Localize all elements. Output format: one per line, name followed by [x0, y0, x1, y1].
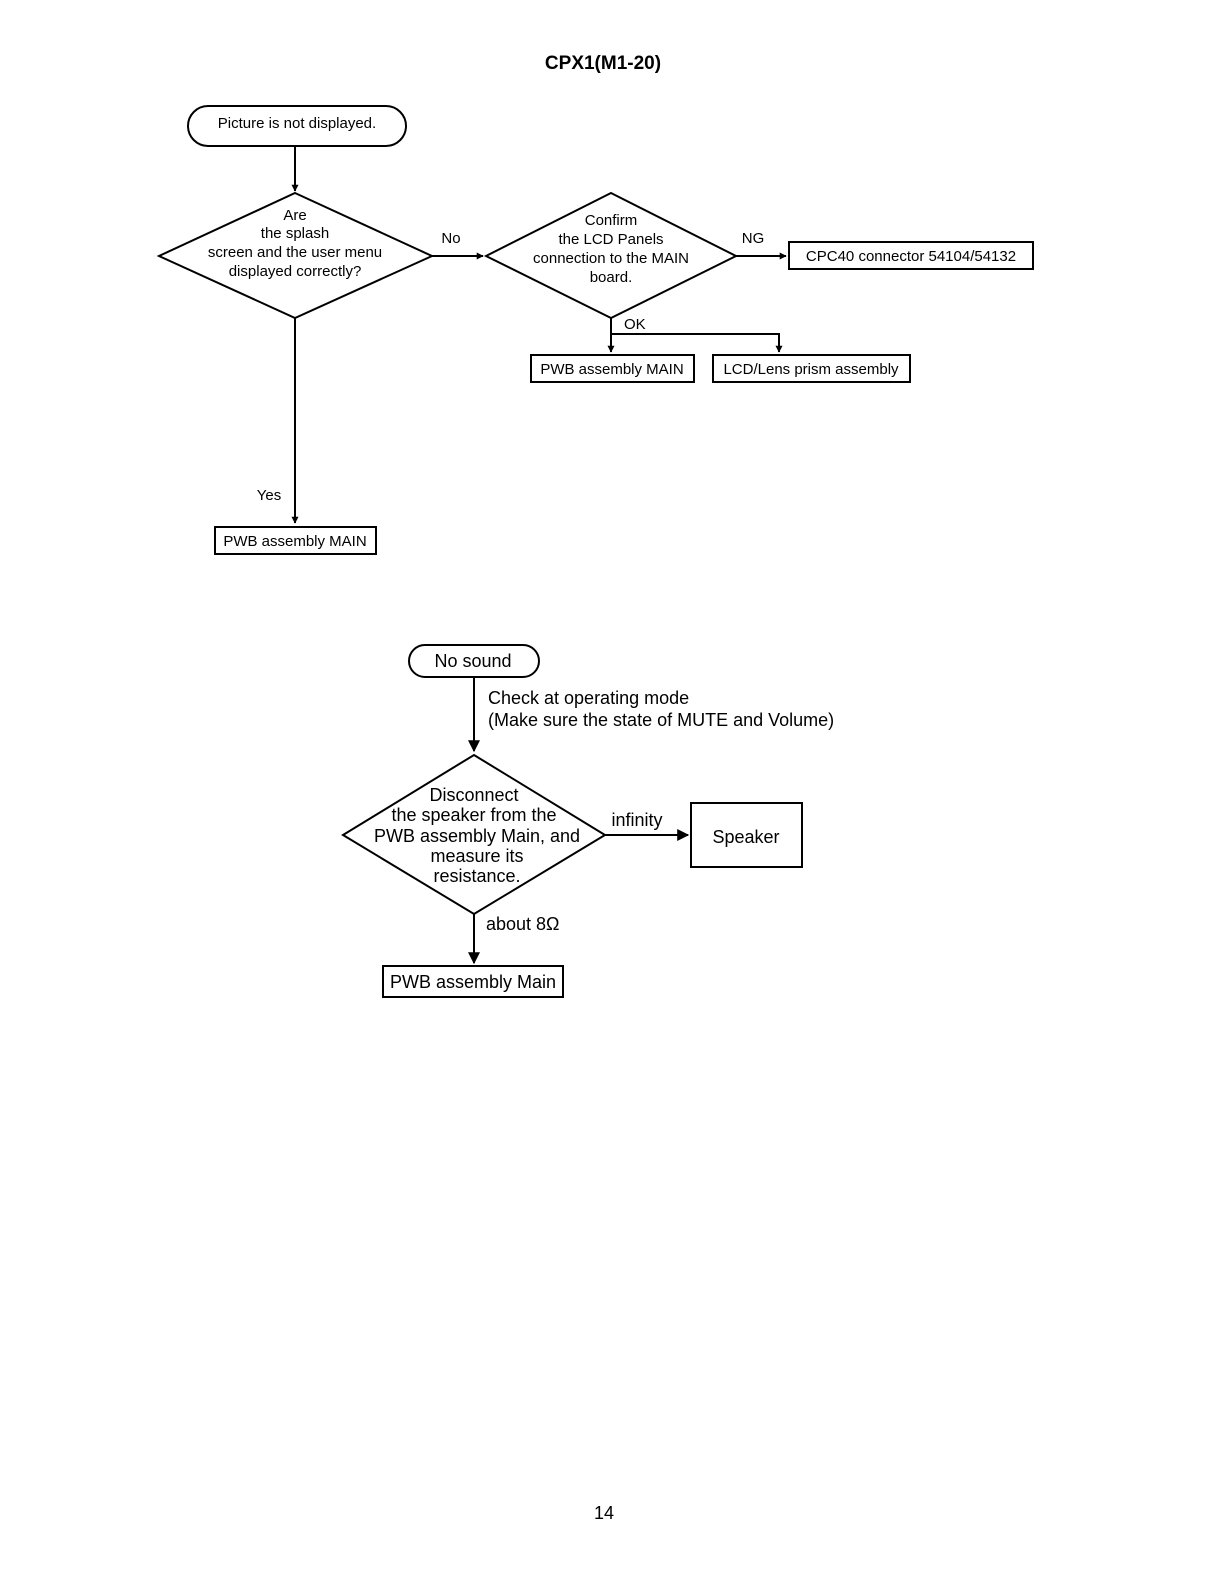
box-pwb-main-ok-label: PWB assembly MAIN [540, 361, 683, 378]
note-line-2: (Make sure the state of MUTE and Volume) [488, 710, 834, 730]
box-speaker: Speaker [690, 802, 803, 868]
label-about-8-ohm: about 8Ω [486, 914, 560, 934]
decision-line-3: PWB assembly Main, and [374, 826, 580, 846]
decision1-line-3: screen and the user menu [208, 244, 382, 261]
decision2-line-2: the LCD Panels [558, 231, 663, 248]
decision2-line-4: board. [590, 269, 633, 286]
label-yes: Yes [257, 487, 281, 504]
decision-speaker-resistance: Disconnect the speaker from the PWB asse… [341, 753, 607, 916]
box-lcd-lens-prism: LCD/Lens prism assembly [712, 354, 911, 383]
decision-line-2: the speaker from the [391, 805, 556, 825]
flowchart-picture-not-displayed: Picture is not displayed. Are the splash… [156, 105, 1034, 555]
box-speaker-label: Speaker [712, 827, 779, 847]
decision2-line-3: connection to the MAIN [533, 250, 689, 267]
page-number: 14 [594, 1503, 614, 1523]
decision-line-4: measure its [430, 846, 523, 866]
decision-line-5: resistance. [433, 866, 520, 886]
box-pwb-main-sound-label: PWB assembly Main [390, 972, 556, 992]
start-terminal-picture: Picture is not displayed. [187, 105, 407, 147]
decision1-line-2: the splash [261, 225, 329, 242]
box-pwb-main-yes: PWB assembly MAIN [214, 526, 377, 555]
box-pwb-main-ok: PWB assembly MAIN [530, 354, 695, 383]
decision-line-1: Disconnect [429, 785, 518, 805]
arrow-ok-lcd [611, 333, 783, 353]
box-cpc40-connector: CPC40 connector 54104/54132 [788, 241, 1034, 270]
start-terminal-no-sound: No sound [408, 644, 540, 678]
start-label: Picture is not displayed. [218, 115, 376, 132]
box-cpc40-label: CPC40 connector 54104/54132 [806, 248, 1016, 265]
box-pwb-main-sound: PWB assembly Main [382, 965, 564, 998]
label-infinity: infinity [611, 810, 662, 830]
decision-splash-screen: Are the splash screen and the user menu … [156, 191, 435, 320]
no-sound-label: No sound [434, 651, 511, 671]
page-title: CPX1(M1-20) [545, 53, 661, 74]
decision1-line-4: displayed correctly? [229, 263, 362, 280]
label-ok: OK [624, 316, 646, 333]
decision1-line-1: Are [283, 207, 306, 224]
label-no: No [441, 230, 460, 247]
label-ng: NG [742, 230, 765, 247]
decision-lcd-connection: Confirm the LCD Panels connection to the… [483, 191, 739, 320]
flowchart-no-sound: No sound Check at operating mode (Make s… [341, 644, 834, 998]
note-line-1: Check at operating mode [488, 688, 689, 708]
box-lcd-lens-label: LCD/Lens prism assembly [723, 361, 899, 378]
box-pwb-main-yes-label: PWB assembly MAIN [223, 533, 366, 550]
decision2-line-1: Confirm [585, 212, 638, 229]
